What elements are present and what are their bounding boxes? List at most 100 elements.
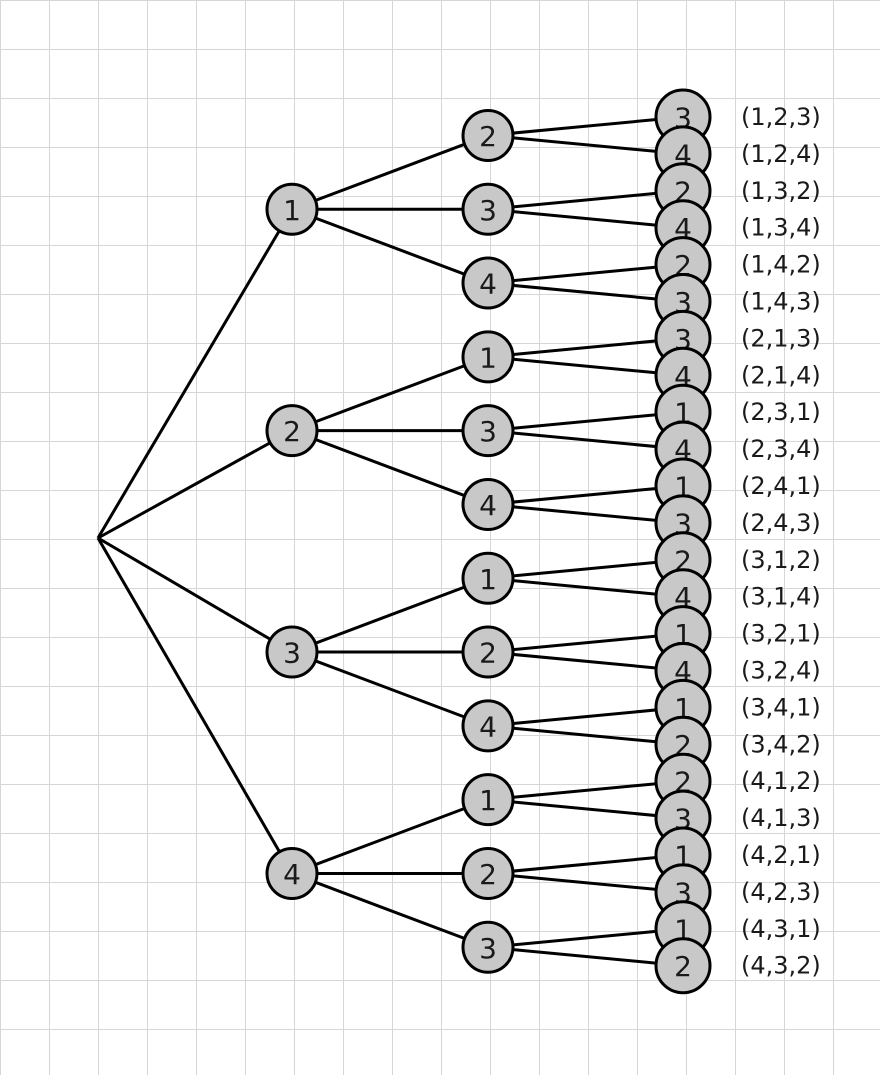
tree-node-label: 4 xyxy=(479,489,497,522)
tree-node-label: 3 xyxy=(479,415,497,448)
tree-edge xyxy=(291,576,489,654)
tree-node-label: 1 xyxy=(479,341,497,374)
tree-edge xyxy=(291,134,489,211)
tree-edge xyxy=(291,429,489,506)
tree-edge xyxy=(487,632,684,654)
tree-edge xyxy=(487,281,684,303)
tree-node-circle xyxy=(461,551,515,605)
permutation-label: (4,1,2) xyxy=(741,767,821,795)
tree-edge xyxy=(487,945,684,968)
tree-node-circle xyxy=(461,182,515,236)
permutation-label: (1,4,2) xyxy=(741,251,821,279)
permutation-label: (2,4,3) xyxy=(741,509,821,537)
tree-node-circle xyxy=(654,937,712,995)
tree-node: 2 xyxy=(461,846,515,900)
tree-node: 4 xyxy=(461,477,515,531)
permutation-label: (3,1,4) xyxy=(741,583,821,611)
permutation-label: (4,3,2) xyxy=(741,952,821,980)
tree-edge xyxy=(96,537,294,875)
tree-node-label: 1 xyxy=(479,784,497,817)
permutation-label: (2,4,1) xyxy=(741,472,821,500)
tree-edge xyxy=(487,798,684,820)
tree-edge xyxy=(487,355,684,377)
permutation-label: (1,3,4) xyxy=(741,214,821,242)
permutation-label: (4,1,3) xyxy=(741,804,821,832)
permutation-label: (1,2,4) xyxy=(741,140,821,168)
permutation-labels: (1,2,3)(1,2,4)(1,3,2)(1,3,4)(1,4,2)(1,4,… xyxy=(741,103,821,980)
tree-edge xyxy=(487,263,684,285)
tree-edge xyxy=(487,576,684,599)
tree-edge xyxy=(487,133,684,156)
tree-edge xyxy=(487,724,684,746)
tree-edge xyxy=(487,779,684,802)
tree-edges xyxy=(96,115,684,968)
tree-node-circle xyxy=(461,330,515,384)
tree-edge xyxy=(487,410,684,433)
tree-node-circle xyxy=(461,404,515,458)
permutation-label: (4,3,1) xyxy=(741,915,821,943)
tree-node: 2 xyxy=(265,404,319,458)
permutation-label: (3,4,1) xyxy=(741,693,821,721)
tree-edge xyxy=(487,189,684,211)
tree-node-label: 3 xyxy=(479,194,497,227)
tree-edge xyxy=(487,484,684,506)
tree-edge xyxy=(96,208,294,539)
permutation-label: (3,1,2) xyxy=(741,546,821,574)
permutation-label: (3,2,1) xyxy=(741,620,821,648)
tree-node: 3 xyxy=(461,182,515,236)
tree-edge xyxy=(487,115,684,137)
tree-node: 1 xyxy=(461,551,515,605)
tree-node: 3 xyxy=(461,920,515,974)
tree-node: 4 xyxy=(461,256,515,310)
tree-node-label: 4 xyxy=(479,268,497,301)
tree-edge xyxy=(487,429,684,451)
permutation-label: (1,2,3) xyxy=(741,103,821,131)
tree-node-label: 4 xyxy=(283,858,301,891)
tree-node-label: 3 xyxy=(479,932,497,965)
tree-edge xyxy=(487,871,684,894)
tree-edge xyxy=(291,872,489,949)
tree-node-circle xyxy=(461,477,515,531)
tree-node-circle xyxy=(461,846,515,900)
tree-edge xyxy=(487,502,684,525)
tree-node-circle xyxy=(461,625,515,679)
tree-node: 4 xyxy=(461,699,515,753)
permutation-label: (2,3,1) xyxy=(741,398,821,426)
tree-node-circle xyxy=(461,920,515,974)
tree-edge xyxy=(487,207,684,230)
tree-node: 2 xyxy=(654,937,712,995)
permutation-label: (3,2,4) xyxy=(741,657,821,685)
tree-edge xyxy=(487,705,684,728)
tree-edge xyxy=(487,927,684,949)
tree-node-circle xyxy=(461,256,515,310)
permutation-label: (4,2,3) xyxy=(741,878,821,906)
tree-edge xyxy=(291,355,489,433)
tree-node-label: 3 xyxy=(283,637,301,670)
tree-edge xyxy=(487,853,684,875)
tree-node-label: 2 xyxy=(479,637,497,670)
tree-node-circle xyxy=(461,773,515,827)
tree-edge xyxy=(97,536,293,654)
tree-edge xyxy=(487,650,684,672)
tree-edge xyxy=(291,650,489,728)
tree-node: 3 xyxy=(461,404,515,458)
tree-node-circle xyxy=(461,108,515,162)
tree-node: 4 xyxy=(265,846,319,900)
permutation-label: (1,4,3) xyxy=(741,288,821,316)
tree-node: 1 xyxy=(461,773,515,827)
tree-edge xyxy=(97,429,293,540)
permutation-label: (4,2,1) xyxy=(741,841,821,869)
tree-node: 3 xyxy=(265,625,319,679)
tree-node-label: 4 xyxy=(479,710,497,743)
tree-node: 2 xyxy=(461,108,515,162)
permutation-label: (2,1,3) xyxy=(741,324,821,352)
tree-node: 1 xyxy=(461,330,515,384)
tree-node-label: 2 xyxy=(479,858,497,891)
tree-node-label: 1 xyxy=(479,563,497,596)
tree-node-label: 2 xyxy=(674,950,692,983)
tree-node-circle xyxy=(461,699,515,753)
tree-edge xyxy=(291,798,489,875)
